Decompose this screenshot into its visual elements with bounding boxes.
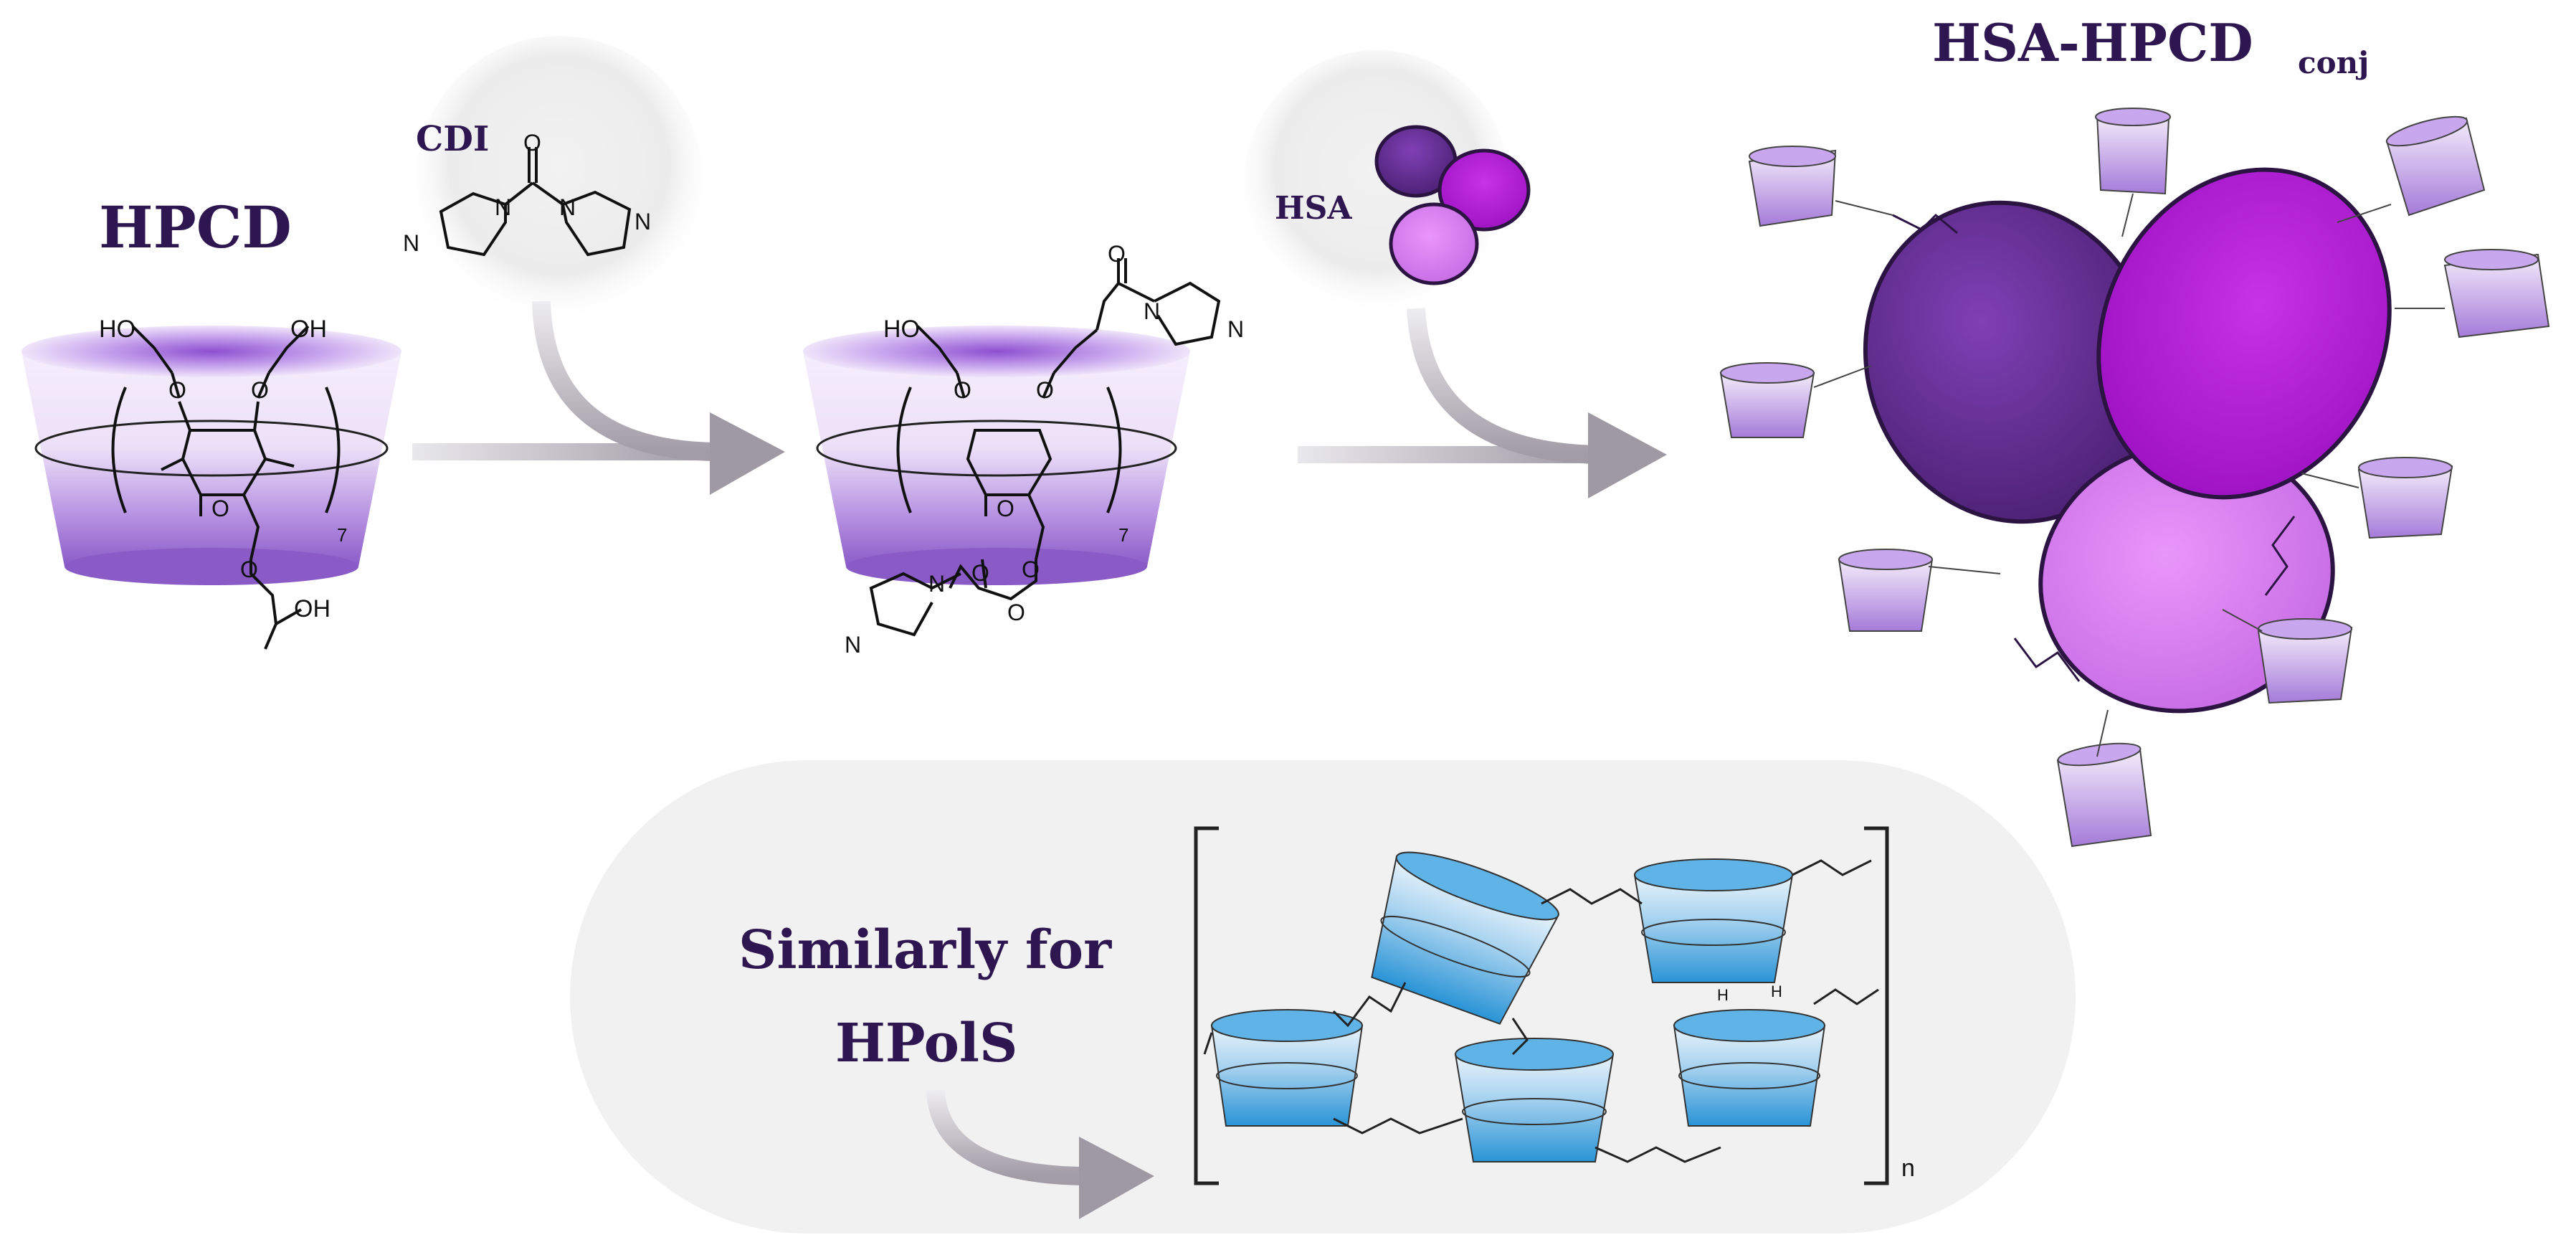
mid-o6: O [1022,557,1040,582]
arrow-3 [926,1089,1154,1219]
mini-cd-6 [2301,457,2453,539]
mid-repeat-7: 7 [1118,524,1128,546]
hpcd-o2: O [251,377,269,403]
mini-cd-8 [2222,609,2353,704]
polymer-brackets [1194,826,1889,1185]
hpols-h-label-2: H [1717,986,1729,1004]
mid-carbonyl-o-bottom: O [971,560,989,586]
activated-cd-cup [803,326,1190,585]
mini-cd-9 [2056,709,2152,848]
hpcd-structure [111,325,341,650]
arrow-2 [1298,308,1667,498]
hsa-small-icon [1374,125,1531,285]
hpcd-o-ring: O [212,496,229,521]
blue-cd-1 [1371,851,1559,1025]
mini-cd-5 [1719,362,1872,438]
conjugate-linkers [1892,213,2296,682]
cdi-bubble [416,36,703,323]
conjugate-label-sub: conj [2298,45,2369,80]
mid-ho: HO [883,316,920,343]
hpols-linkers [1203,859,1879,1163]
similarly-line2: HPolS [835,1013,1017,1074]
mid-n-bottom: N [928,571,945,597]
hpcd-repeat-7: 7 [337,524,347,546]
mid-n-top: N [1144,298,1160,324]
activated-cd-structure [869,258,1221,637]
mid-o2: O [1036,377,1054,403]
hpcd-oh-right: OH [290,316,327,343]
mid-o-ester: O [1007,600,1025,625]
hpols-bubble [570,760,2076,1233]
cdi-n2: N [559,194,576,220]
hpcd-ho-left: HO [99,316,136,343]
cdi-o: O [523,130,541,156]
mini-cd-3 [2337,115,2486,223]
conjugate-mini-cds [1719,108,2550,848]
hsa-large [1863,167,2392,714]
similarly-line1: Similarly for [738,919,1112,981]
mid-o1: O [954,377,971,403]
blue-cd-4 [1454,1038,1615,1162]
mini-cd-7 [1838,549,2001,632]
cdi-n4: N [635,209,651,235]
mini-cd-2 [2095,108,2171,237]
hpcd-o1: O [168,377,186,403]
hpcd-oh-bottom: OH [294,595,331,622]
mid-o-ring: O [997,496,1014,521]
mid-n-top2: N [1227,316,1244,342]
blue-cd-5 [1673,1009,1826,1127]
cdi-label: CDI [416,119,489,159]
mid-n-bottom2: N [845,632,861,658]
blue-cd-2 [1633,858,1794,983]
mid-carbonyl-o-top: O [1108,241,1126,267]
hsa-label: HSA [1275,190,1352,227]
cdi-n3: N [403,230,419,256]
blue-cd-3 [1210,1009,1364,1127]
hpcd-label: HPCD [99,194,292,261]
cdi-n1: N [495,194,511,220]
mini-cd-1 [1748,146,1893,227]
hpcd-cup [22,326,401,585]
mini-cd-4 [2395,249,2550,338]
hpcd-o6: O [240,557,258,582]
hpols-blue-cds [1210,851,1826,1162]
hpols-h-label: H [1771,982,1782,1000]
cdi-structure [439,147,632,257]
polymer-repeat-n: n [1901,1155,1915,1182]
conjugate-label: HSA-HPCD [1932,12,2253,73]
arrow-1 [412,300,785,495]
